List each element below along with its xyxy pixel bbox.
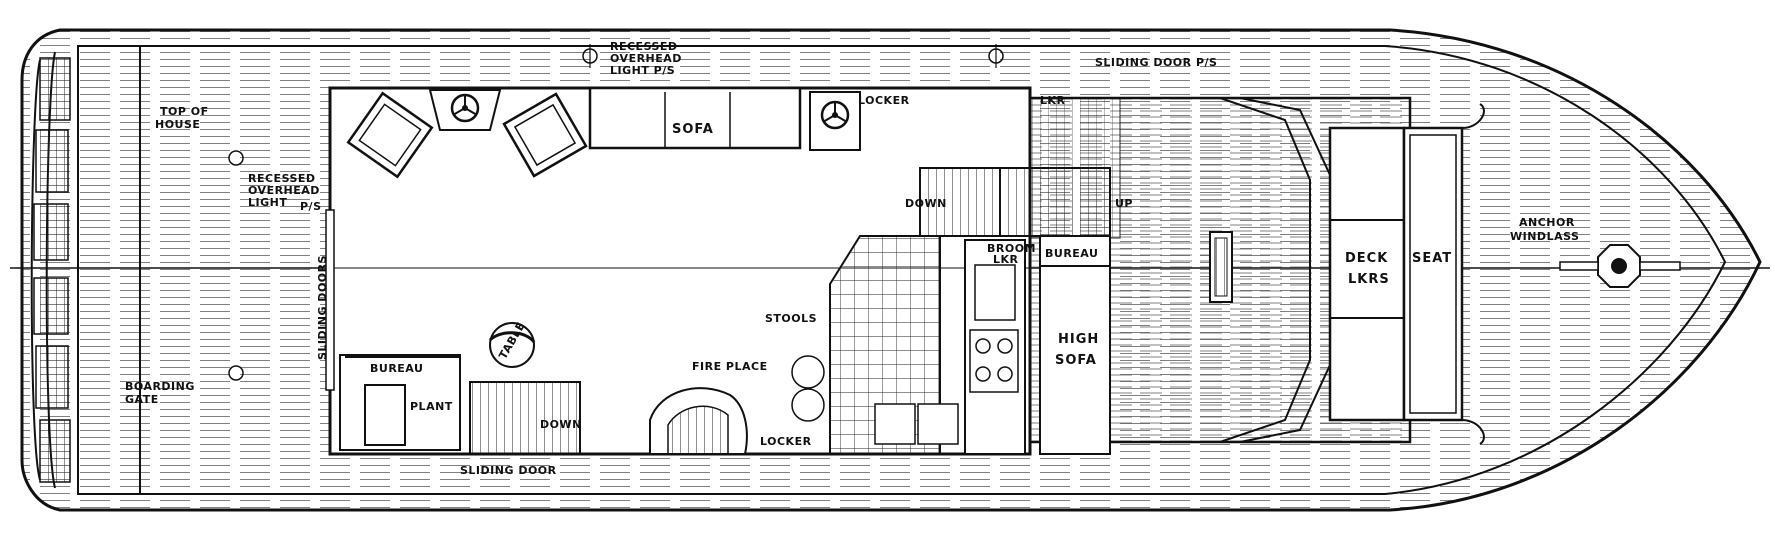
label-sliding-door-bottom: SLIDING DOOR — [460, 464, 557, 477]
label-fire-place: FIRE PLACE — [692, 360, 768, 373]
label-recessed-top-1: RECESSED — [610, 40, 678, 53]
galley — [829, 235, 1111, 455]
label-top-of-1: TOP OF — [160, 105, 209, 118]
label-plant: PLANT — [410, 400, 453, 413]
label-broom-2: LKR — [993, 253, 1019, 266]
label-anchor: ANCHOR — [1519, 216, 1575, 229]
label-lkr: LKR — [1040, 94, 1066, 107]
label-bureau-mid: BUREAU — [1045, 247, 1098, 260]
stern-rails — [30, 46, 79, 494]
label-boarding: BOARDING — [125, 380, 195, 393]
label-gate: GATE — [125, 393, 159, 406]
furniture — [339, 86, 861, 455]
label-broom-1: BROOM — [987, 242, 1036, 255]
label-up: UP — [1115, 197, 1133, 210]
label-recessed-left-2: OVERHEAD — [248, 184, 320, 197]
label-sofa-high: SOFA — [1055, 353, 1097, 368]
label-down-upper: DOWN — [905, 197, 947, 210]
label-locker-bottom: LOCKER — [760, 435, 812, 448]
label-windlass: WINDLASS — [1510, 230, 1579, 243]
label-sofa: SOFA — [672, 122, 714, 137]
label-sliding-door-top: SLIDING DOOR P/S — [1095, 56, 1217, 69]
label-stools: STOOLS — [765, 312, 817, 325]
label-high: HIGH — [1058, 332, 1099, 347]
label-recessed-left-4: P/S — [300, 200, 322, 213]
overhead-light-icon — [228, 44, 1004, 381]
label-locker-top: LOCKER — [858, 94, 910, 107]
steering-wheel-icon — [450, 93, 480, 123]
label-recessed-left-1: RECESSED — [248, 172, 316, 185]
label-down-lower: DOWN — [540, 418, 582, 431]
label-recessed-top-3: LIGHT P/S — [610, 64, 675, 77]
anchor-windlass-icon — [1559, 244, 1681, 288]
label-top-of-2: HOUSE — [155, 118, 200, 131]
label-recessed-top-2: OVERHEAD — [610, 52, 682, 65]
label-recessed-left-3: LIGHT — [248, 196, 287, 209]
label-bureau-left: BUREAU — [370, 362, 423, 375]
label-deck: DECK — [1345, 251, 1388, 266]
upper-stairs — [919, 97, 1121, 239]
steering-wheel-icon — [820, 100, 850, 130]
label-sliding-doors: SLIDING DOORS — [316, 255, 329, 360]
plan-labels: RECESSED OVERHEAD LIGHT P/S SLIDING DOOR… — [125, 40, 1579, 477]
label-lkrs: LKRS — [1348, 272, 1390, 287]
label-seat: SEAT — [1412, 251, 1452, 266]
